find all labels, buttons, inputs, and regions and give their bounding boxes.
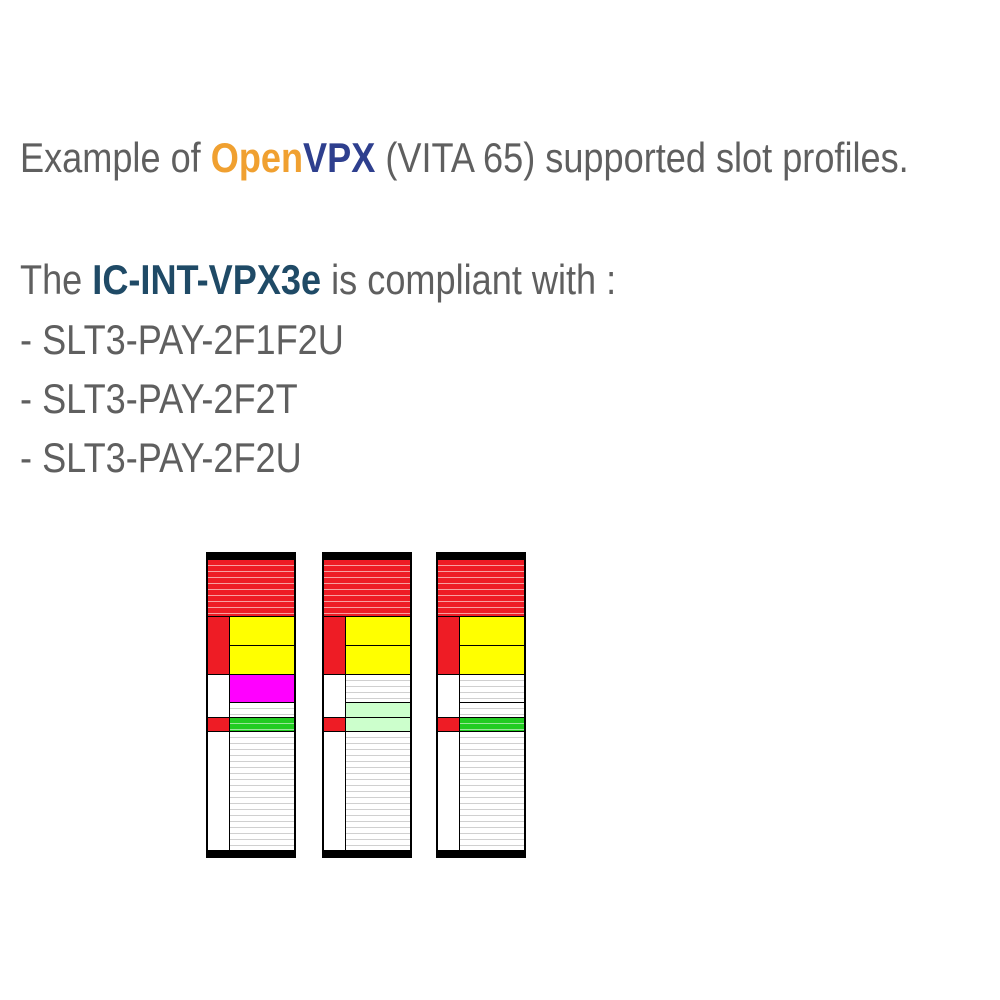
slot-bottom-cap xyxy=(438,850,524,858)
lined-block xyxy=(346,675,410,703)
left-red-block xyxy=(438,718,460,732)
magenta-block xyxy=(230,675,294,703)
slot-profile-1 xyxy=(206,552,296,858)
intro-prefix: Example of xyxy=(20,134,211,181)
left-red-block xyxy=(208,617,230,675)
slot-top-cap xyxy=(208,552,294,560)
slot-bottom-cap xyxy=(324,850,410,858)
left-white-block xyxy=(438,675,460,718)
lined-block xyxy=(460,703,524,718)
lined-block xyxy=(230,703,294,718)
left-white-block xyxy=(324,675,346,718)
lined-block xyxy=(460,732,524,850)
intro-suffix: (VITA 65) supported slot profiles. xyxy=(375,134,909,181)
product-name: IC-INT-VPX3e xyxy=(92,256,322,303)
left-white-block xyxy=(324,732,346,850)
profile-item: - SLT3-PAY-2F2U xyxy=(20,434,302,481)
left-white-block xyxy=(208,675,230,718)
lined-block xyxy=(230,732,294,850)
red-band xyxy=(324,560,410,617)
yellow-block xyxy=(346,646,410,675)
left-red-block xyxy=(438,617,460,675)
slot-top-cap xyxy=(438,552,524,560)
brand-open: Open xyxy=(210,134,304,181)
green-block xyxy=(230,718,294,732)
slot-top-cap xyxy=(324,552,410,560)
red-band xyxy=(208,560,294,617)
yellow-block xyxy=(460,617,524,646)
slot-profile-2 xyxy=(322,552,412,858)
compliance-suffix: is compliant with : xyxy=(321,256,617,303)
left-red-block xyxy=(208,718,230,732)
intro-line: Example of OpenVPX (VITA 65) supported s… xyxy=(20,137,909,179)
green-block xyxy=(460,718,524,732)
yellow-block xyxy=(460,646,524,675)
profile-item: - SLT3-PAY-2F2T xyxy=(20,375,298,422)
left-white-block xyxy=(438,732,460,850)
left-white-block xyxy=(208,732,230,850)
red-band xyxy=(438,560,524,617)
yellow-block xyxy=(346,617,410,646)
yellow-block xyxy=(230,646,294,675)
compliance-line: The IC-INT-VPX3e is compliant with : xyxy=(20,259,616,301)
lined-block xyxy=(346,732,410,850)
yellow-block xyxy=(230,617,294,646)
left-red-block xyxy=(324,718,346,732)
slot-bottom-cap xyxy=(208,850,294,858)
light-green-block xyxy=(346,718,410,732)
brand-vpx: VPX xyxy=(303,134,376,181)
compliance-prefix: The xyxy=(20,256,93,303)
light-green-block xyxy=(346,703,410,718)
profile-item: - SLT3-PAY-2F1F2U xyxy=(20,316,344,363)
left-red-block xyxy=(324,617,346,675)
slot-profile-3 xyxy=(436,552,526,858)
lined-block xyxy=(460,675,524,703)
